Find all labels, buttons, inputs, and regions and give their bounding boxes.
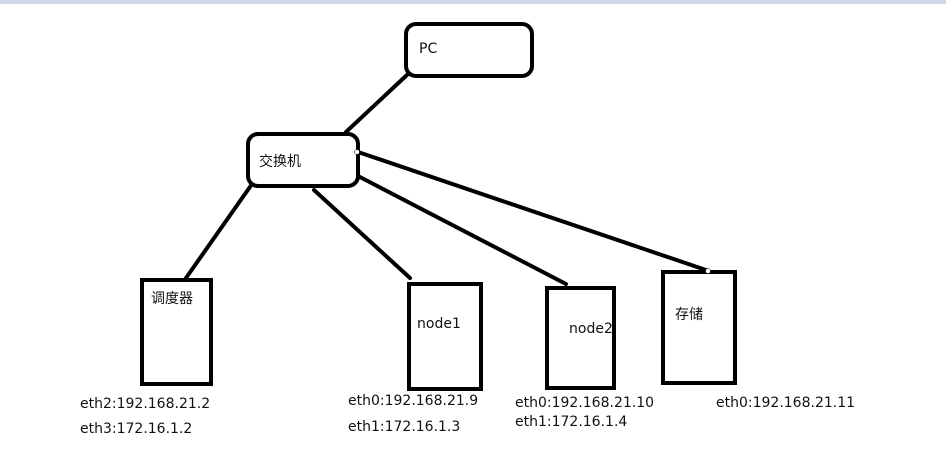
node1-address-1: eth0:192.168.21.9 xyxy=(348,393,478,409)
node1-node: node1 xyxy=(407,282,483,391)
window-top-strip xyxy=(0,0,946,4)
node2-label: node2 xyxy=(569,321,613,337)
link-pc-switch xyxy=(344,72,410,134)
node2-address-2: eth1:172.16.1.4 xyxy=(515,414,627,430)
storage-node: 存储 xyxy=(661,270,737,385)
node1-address-2: eth1:172.16.1.3 xyxy=(348,419,460,435)
storage-address-1: eth0:192.168.21.11 xyxy=(716,395,855,411)
switch-box xyxy=(246,132,360,188)
link-switch-storage xyxy=(356,150,708,272)
storage-port-dot xyxy=(705,268,711,274)
storage-label: 存储 xyxy=(675,307,703,323)
scheduler-label: 调度器 xyxy=(151,291,193,307)
switch-label: 交换机 xyxy=(259,153,301,170)
pc-label: PC xyxy=(419,41,437,57)
scheduler-box xyxy=(140,278,213,386)
node1-label: node1 xyxy=(417,316,461,332)
switch-node: 交换机 xyxy=(246,132,360,188)
scheduler-address-1: eth2:192.168.21.2 xyxy=(80,396,210,412)
storage-box xyxy=(661,270,737,385)
link-switch-scheduler xyxy=(184,182,254,280)
node2-box xyxy=(545,286,616,390)
node2-address-1: eth0:192.168.21.10 xyxy=(515,395,654,411)
node2-node: node2 xyxy=(545,286,616,390)
scheduler-address-2: eth3:172.16.1.2 xyxy=(80,421,192,437)
pc-node: PC xyxy=(404,22,534,78)
node1-box xyxy=(407,282,483,391)
pc-box xyxy=(404,22,534,78)
link-switch-node1 xyxy=(312,188,412,280)
switch-port-dot xyxy=(354,149,360,155)
scheduler-node: 调度器 xyxy=(140,278,213,386)
link-switch-node2 xyxy=(356,174,568,286)
